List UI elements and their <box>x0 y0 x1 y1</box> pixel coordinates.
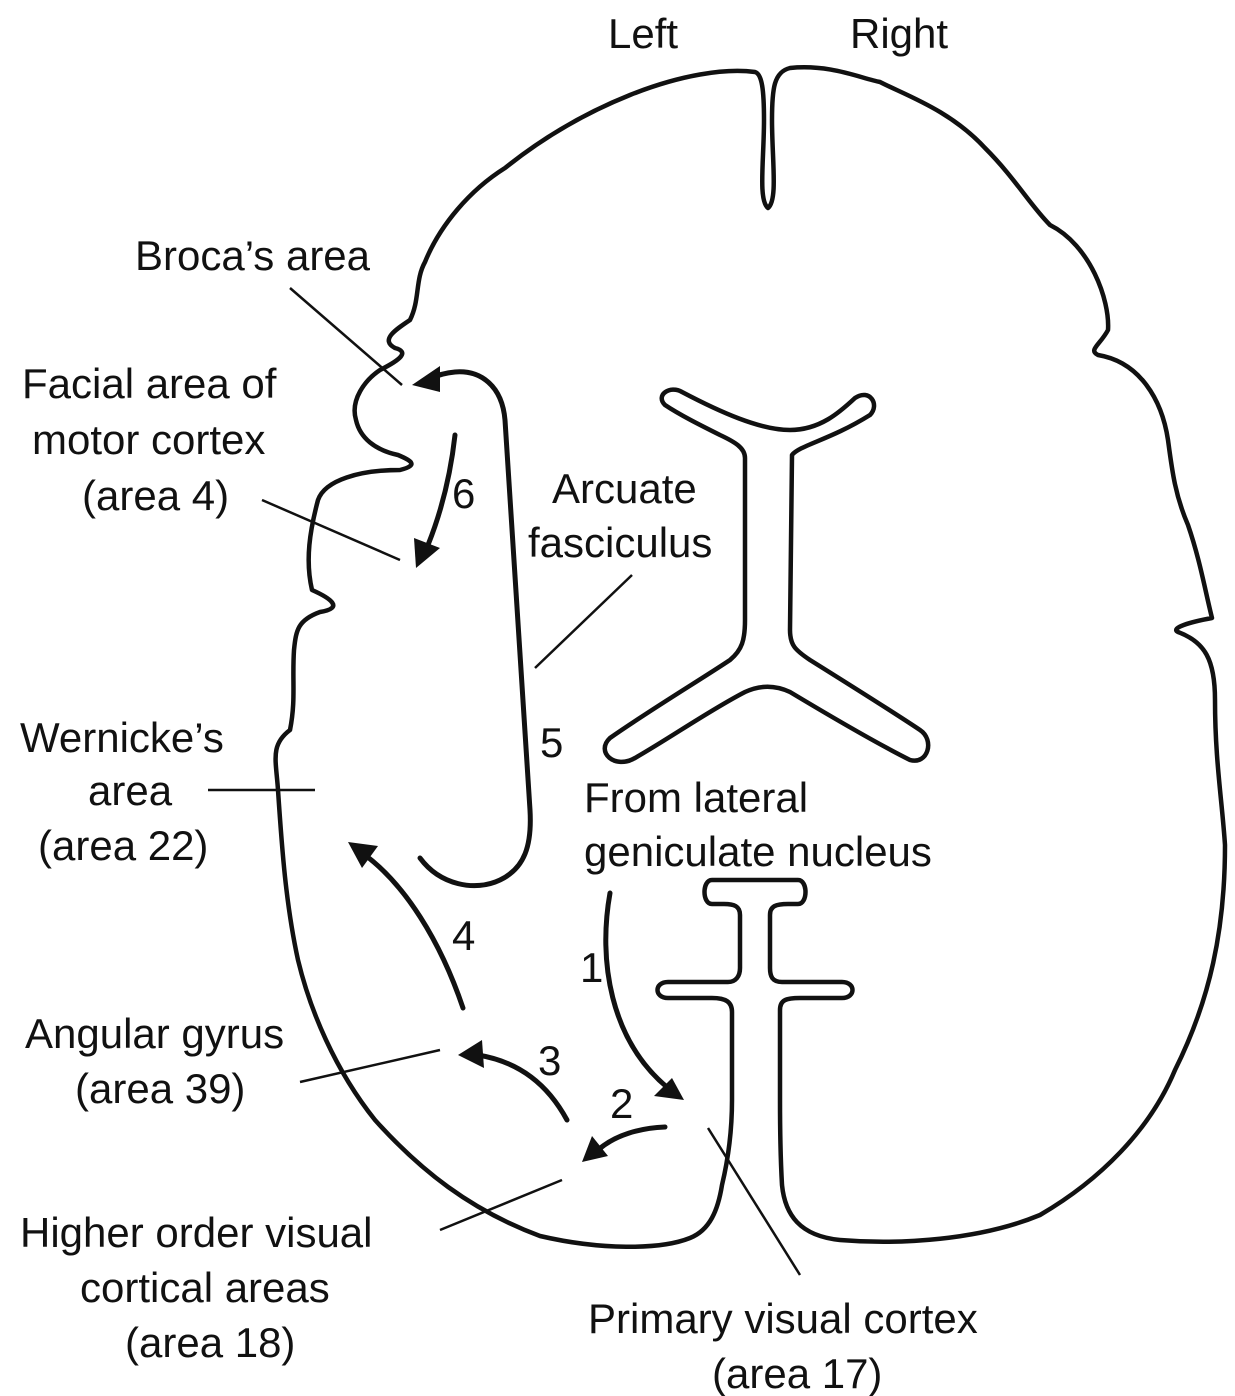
label-broca: Broca’s area <box>135 232 371 279</box>
arrow-step-2-head <box>582 1136 608 1162</box>
label-lgn-line-1: From lateral <box>584 774 808 821</box>
arrow-step-2 <box>598 1127 665 1150</box>
label-higher-visual-line-3: (area 18) <box>125 1319 295 1366</box>
step-number-2: 2 <box>610 1080 633 1127</box>
label-left: Left <box>608 10 678 57</box>
arrow-step-5 <box>420 372 530 886</box>
label-arcuate-line-1: Arcuate <box>552 465 697 512</box>
label-facial-line-1: Facial area of <box>22 360 277 407</box>
step-number-5: 5 <box>540 719 563 766</box>
label-facial-line-3: (area 4) <box>82 472 229 519</box>
arrow-step-3-head <box>458 1040 484 1068</box>
step-number-4: 4 <box>452 912 475 959</box>
arrow-step-6 <box>428 435 455 545</box>
label-primary-visual-line-2: (area 17) <box>712 1350 882 1396</box>
broca-leader <box>290 288 402 385</box>
label-higher-visual-line-1: Higher order visual <box>20 1209 373 1256</box>
label-primary-visual-line-1: Primary visual cortex <box>588 1295 978 1342</box>
label-right: Right <box>850 10 948 57</box>
label-facial-line-2: motor cortex <box>32 416 265 463</box>
label-wernicke-line-1: Wernicke’s <box>20 714 224 761</box>
arcuate-leader <box>535 575 632 668</box>
step-number-3: 3 <box>538 1037 561 1084</box>
facial-leader <box>262 500 400 560</box>
label-angular-line-1: Angular gyrus <box>25 1010 284 1057</box>
step-number-1: 1 <box>580 944 603 991</box>
step-number-6: 6 <box>452 470 475 517</box>
higher-visual-leader <box>440 1180 562 1230</box>
arrow-step-5-head <box>412 366 440 392</box>
label-wernicke-line-3: (area 22) <box>38 822 208 869</box>
label-angular-line-2: (area 39) <box>75 1065 245 1112</box>
label-wernicke-line-2: area <box>88 767 173 814</box>
angular-leader <box>300 1050 440 1082</box>
label-lgn-line-2: geniculate nucleus <box>584 828 932 875</box>
lateral-ventricles <box>605 390 928 762</box>
brain-outline <box>276 67 1225 1246</box>
label-arcuate-line-2: fasciculus <box>528 519 712 566</box>
label-higher-visual-line-2: cortical areas <box>80 1264 330 1311</box>
